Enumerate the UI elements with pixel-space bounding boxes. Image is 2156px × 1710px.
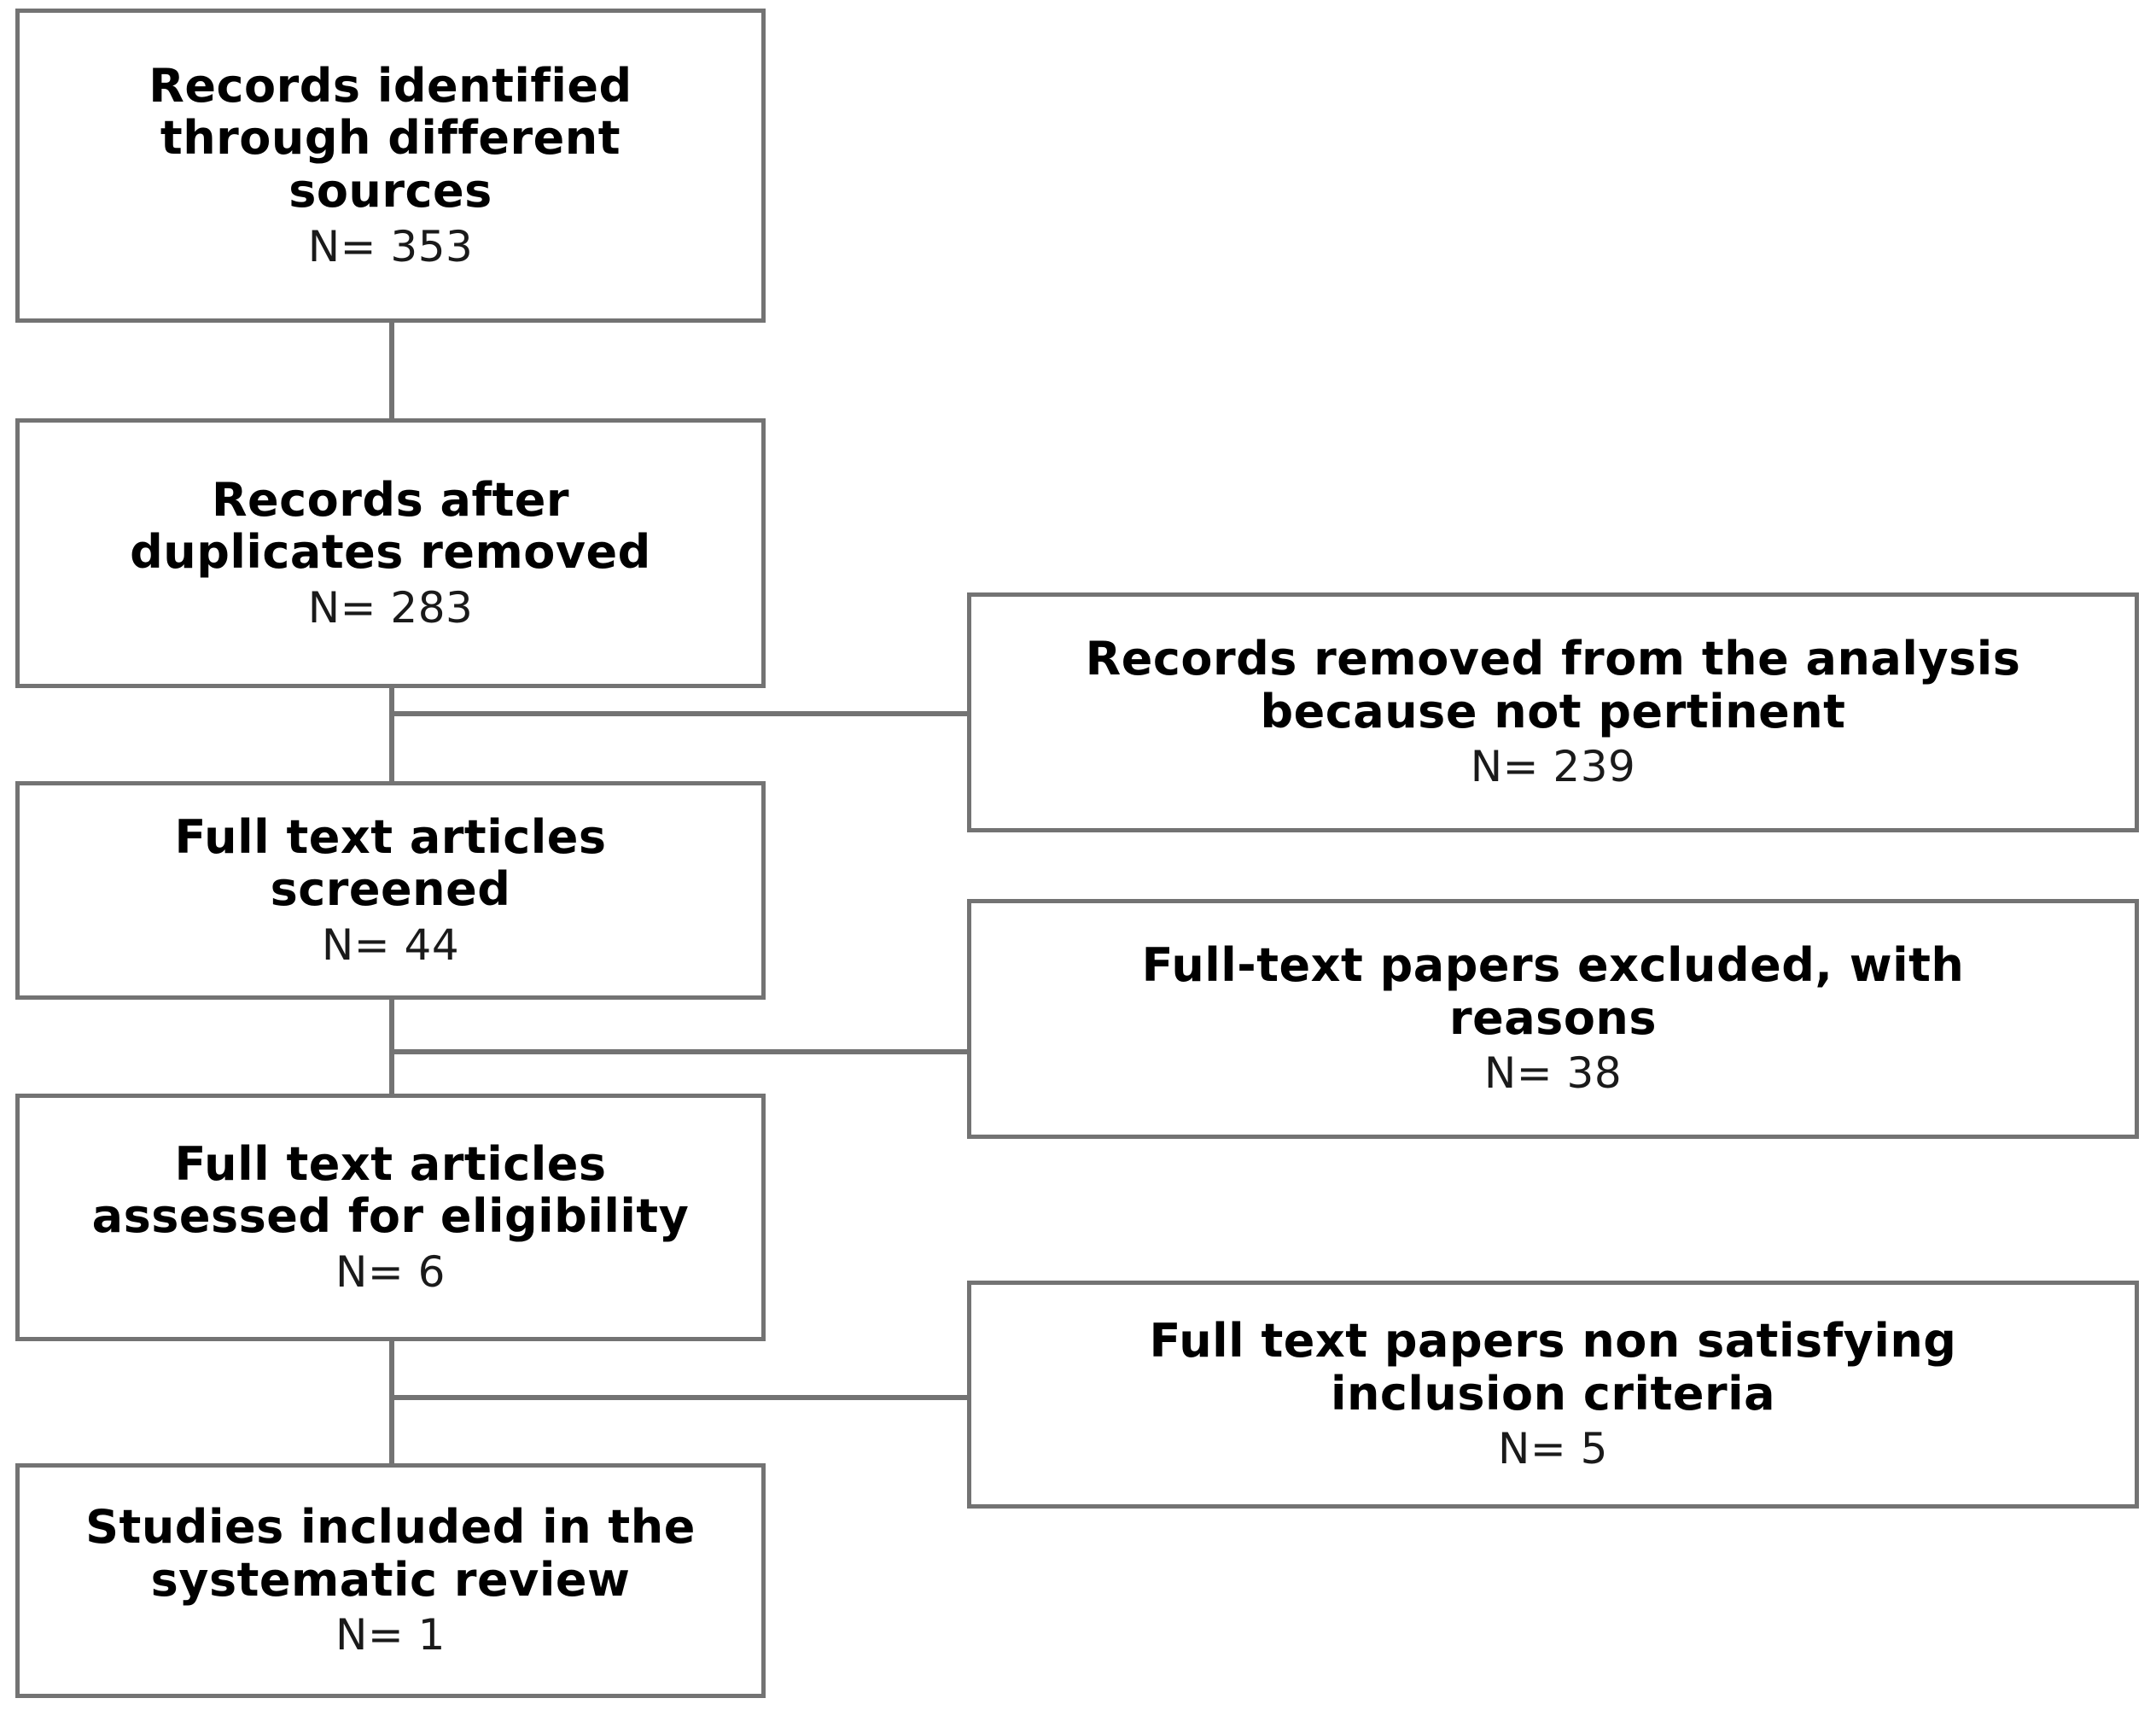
node-records-removed-not-pertinent-count: N= 239	[1470, 742, 1636, 792]
node-full-text-eligibility-title: Full text articles assessed for eligibil…	[91, 1136, 690, 1244]
connector-identified-to-deduplicated	[389, 320, 394, 420]
node-full-text-excluded-with-reasons[interactable]: Full-text papers excluded, with reasons …	[967, 899, 2139, 1139]
node-studies-included-title: Studies included in the systematic revie…	[85, 1500, 696, 1607]
node-full-text-screened-title: Full text articles screened	[174, 809, 607, 917]
node-records-after-duplicates-title: Records after duplicates removed	[130, 472, 651, 580]
node-records-removed-not-pertinent-title: Records removed from the analysis becaus…	[1085, 632, 2021, 738]
connector-branch-not-pertinent	[389, 711, 970, 716]
node-studies-included[interactable]: Studies included in the systematic revie…	[15, 1463, 766, 1698]
node-full-text-non-satisfying-criteria-title: Full text papers non satisfying inclusio…	[1149, 1314, 1957, 1421]
connector-branch-inclusion-criteria	[389, 1395, 970, 1400]
node-full-text-non-satisfying-criteria-count: N= 5	[1497, 1424, 1608, 1474]
connector-branch-with-reasons	[389, 1049, 970, 1054]
node-records-removed-not-pertinent[interactable]: Records removed from the analysis becaus…	[967, 592, 2139, 832]
node-full-text-excluded-with-reasons-count: N= 38	[1483, 1048, 1623, 1099]
node-full-text-excluded-with-reasons-title: Full-text papers excluded, with reasons	[1141, 938, 1965, 1045]
node-records-after-duplicates[interactable]: Records after duplicates removed N= 283	[15, 418, 766, 688]
connector-screened-to-eligibility	[389, 999, 394, 1094]
node-studies-included-count: N= 1	[335, 1610, 446, 1660]
node-full-text-eligibility-count: N= 6	[335, 1246, 446, 1297]
connector-deduplicated-to-screened	[389, 688, 394, 782]
node-records-identified[interactable]: Records identified through different sou…	[15, 9, 766, 323]
node-full-text-screened-count: N= 44	[321, 919, 460, 970]
node-records-identified-title: Records identified through different sou…	[149, 58, 632, 219]
node-full-text-screened[interactable]: Full text articles screened N= 44	[15, 781, 766, 1000]
node-records-identified-count: N= 353	[307, 221, 474, 271]
node-full-text-eligibility[interactable]: Full text articles assessed for eligibil…	[15, 1094, 766, 1341]
node-full-text-non-satisfying-criteria[interactable]: Full text papers non satisfying inclusio…	[967, 1281, 2139, 1509]
node-records-after-duplicates-count: N= 283	[307, 582, 474, 633]
connector-eligibility-to-included	[389, 1340, 394, 1464]
